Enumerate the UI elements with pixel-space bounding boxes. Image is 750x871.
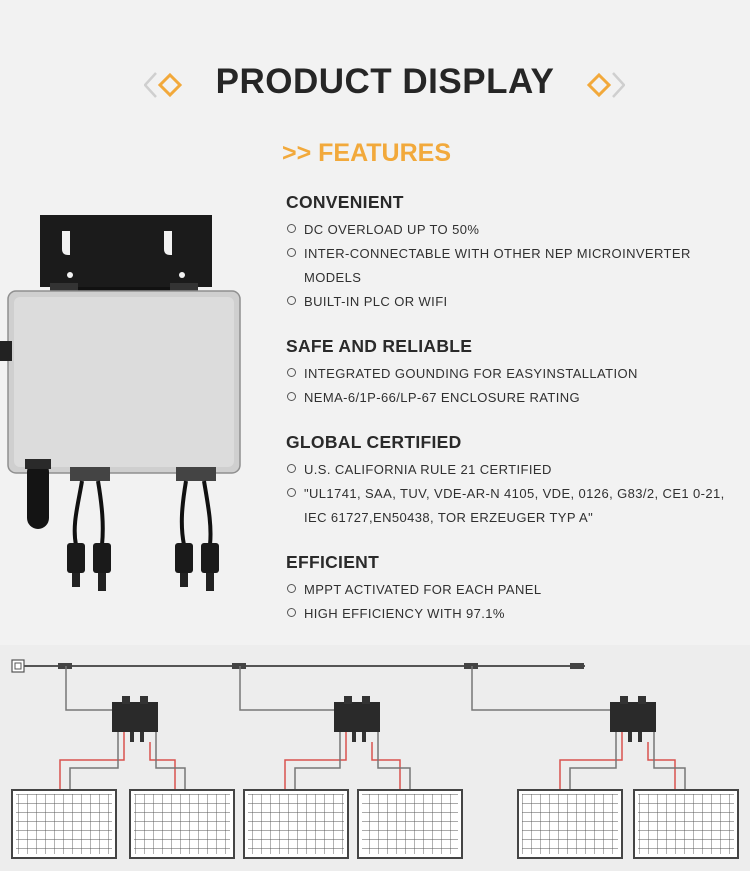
bullet-circle-icon — [287, 368, 296, 377]
bullet-item: HIGH EFFICIENCY WITH 97.1% — [286, 602, 749, 626]
bullet-circle-icon — [287, 584, 296, 593]
bullet-circle-icon — [287, 248, 296, 257]
bullet-item: INTER-CONNECTABLE WITH OTHER NEP MICROIN… — [286, 242, 749, 266]
solar-panel — [129, 789, 235, 859]
system-wiring-diagram — [11, 659, 739, 859]
diamond-right-icon — [586, 72, 625, 98]
bullet-item-continued: MODELS — [304, 270, 362, 285]
bullet-item: BUILT-IN PLC OR WIFI — [286, 290, 749, 314]
bullet-circle-icon — [287, 464, 296, 473]
section-title: EFFICIENT — [286, 552, 380, 572]
section-title: SAFE AND RELIABLE — [286, 336, 473, 356]
bullet-item: MPPT ACTIVATED FOR EACH PANEL — [286, 578, 749, 602]
solar-panel — [517, 789, 623, 859]
section-safe-reliable: SAFE AND RELIABLE INTEGRATED GOUNDING FO… — [286, 336, 749, 410]
microinverter-image — [0, 215, 241, 591]
inverter-unit-2 — [334, 696, 380, 742]
bullet-item: INTEGRATED GOUNDING FOR EASYINSTALLATION — [286, 362, 749, 386]
inverter-unit-1 — [112, 696, 158, 742]
inverter-unit-3 — [610, 696, 656, 742]
features-heading: >> FEATURES — [282, 139, 452, 167]
solar-panel — [11, 789, 117, 859]
bullet-circle-icon — [287, 608, 296, 617]
section-convenient: CONVENIENT DC OVERLOAD UP TO 50% INTER-C… — [286, 192, 749, 314]
bullet-item: U.S. CALIFORNIA RULE 21 CERTIFIED — [286, 458, 749, 482]
bullet-item: "UL1741, SAA, TUV, VDE-AR-N 4105, VDE, 0… — [286, 482, 749, 506]
section-title: CONVENIENT — [286, 192, 404, 212]
bullet-circle-icon — [287, 488, 296, 497]
solar-panel — [633, 789, 739, 859]
bullet-circle-icon — [287, 296, 296, 305]
bullet-item: DC OVERLOAD UP TO 50% — [286, 218, 749, 242]
section-efficient: EFFICIENT MPPT ACTIVATED FOR EACH PANEL … — [286, 552, 749, 626]
section-global-certified: GLOBAL CERTIFIED U.S. CALIFORNIA RULE 21… — [286, 432, 749, 530]
page-title: PRODUCT DISPLAY — [215, 62, 555, 101]
solar-panel — [357, 789, 463, 859]
bullet-circle-icon — [287, 392, 296, 401]
diamond-left-icon — [144, 72, 183, 98]
solar-panel — [243, 789, 349, 859]
section-title: GLOBAL CERTIFIED — [286, 432, 462, 452]
bullet-circle-icon — [287, 224, 296, 233]
bullet-item-continued: IEC 61727,EN50438, TOR ERZEUGER TYP A" — [304, 510, 594, 525]
bullet-item: NEMA-6/1P-66/LP-67 ENCLOSURE RATING — [286, 386, 749, 410]
